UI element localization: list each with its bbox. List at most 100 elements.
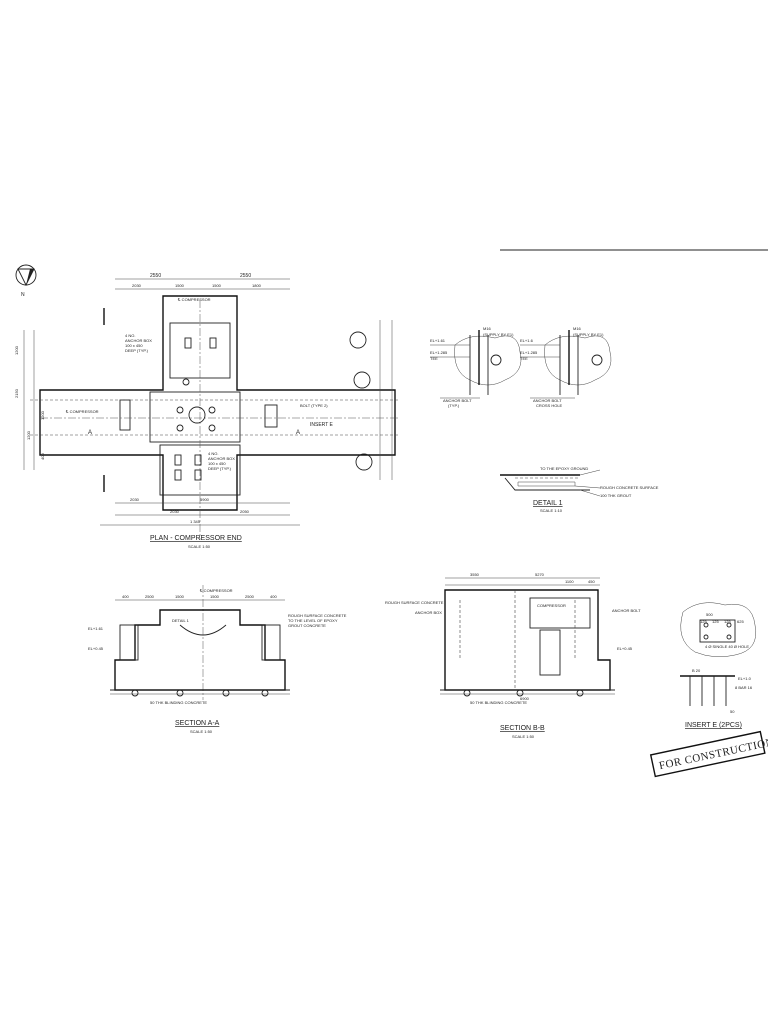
bolt-left-size: M16 xyxy=(483,326,492,331)
insert-hole-note: 4 Ø SINGLE 40 Ø HOLE xyxy=(705,644,749,649)
detail1-note-2: ROUGH CONCRETE SURFACE xyxy=(600,485,659,490)
plan-dim-left-5: 400 xyxy=(40,453,45,460)
plan-insert-label: INSERT E xyxy=(310,422,334,428)
plan-dim-top-1: 2550 xyxy=(150,273,161,279)
detail1-scale: SCALE 1:10 xyxy=(540,508,563,513)
insert-dim-4: 125 xyxy=(724,619,731,624)
sec-bb-title: SECTION B-B xyxy=(500,725,545,732)
plan-anchor-note-4: DEEP (TYP.) xyxy=(125,348,149,353)
sec-bb-note-1: ROUGH SURFACE CONCRETE xyxy=(385,600,444,605)
plan-section-mark-left: A xyxy=(88,430,92,436)
plan-centerline-label: ℄ COMPRESSOR xyxy=(177,297,211,302)
plan-title: PLAN - COMPRESSOR END xyxy=(150,535,242,542)
sec-bb-dim-bottom: 6900 xyxy=(520,696,530,701)
sec-bb-outline xyxy=(444,589,611,691)
plan-foundation-outline xyxy=(39,295,396,511)
insert-dim-1: 500 xyxy=(706,612,713,617)
plan-dim-top2-2: 1500 xyxy=(175,283,185,288)
plan-anchor2-note-1: 4 NO. xyxy=(208,451,218,456)
sec-aa-dim-6: 400 xyxy=(270,594,277,599)
plan-compressor-block xyxy=(149,391,241,443)
insert-dim-5: 625 xyxy=(737,619,744,624)
insert-plate-label: B 20 xyxy=(692,668,701,673)
section-aa: 400 2500 1500 1500 2500 400 ℄ COMPRESSOR… xyxy=(88,585,347,734)
plan-anchor2-note-3: 100 x 450 xyxy=(208,461,226,466)
sec-aa-el-1: EL+1.61 xyxy=(88,626,104,631)
insert-bottom-dim: 50 xyxy=(730,709,735,714)
anchor-bolt-detail-right: EL+1.6 EL+1.285 TEE M16 (SUPPLY BY E1) A… xyxy=(520,326,612,408)
plan-dim-bottom-2: 2030 xyxy=(170,509,180,514)
plan-dim-top2-3: 1500 xyxy=(212,283,222,288)
north-label: N xyxy=(21,292,25,298)
section-bb: 3550 5270 1100 450 COMPRESSOR ROUGH SURF… xyxy=(385,572,641,739)
sec-bb-compressor-label: COMPRESSOR xyxy=(537,603,566,608)
sec-bb-note-3: ANCHOR BOLT xyxy=(612,608,641,613)
plan-anchor-note-1: 4 NO. xyxy=(125,333,135,338)
plan-anchor2-note-2: ANCHOR BOX xyxy=(208,456,235,461)
plan-dim-top2-4: 1800 xyxy=(252,283,262,288)
plan-dim-bottom-1: 2030 xyxy=(130,497,140,502)
plan-dim-top2-1: 2030 xyxy=(132,283,142,288)
anchor-bolt-detail-left: EL+1.61 EL+1.285 TEE M16 (SUPPLY BY E1) … xyxy=(430,326,522,408)
sec-aa-detail-ref: DETAIL 1 xyxy=(172,618,190,623)
bolt-left-tee: TEE xyxy=(430,356,438,361)
sec-aa-scale: SCALE 1:50 xyxy=(190,729,213,734)
plan-anchor-note-2: ANCHOR BOX xyxy=(125,338,152,343)
sec-bb-dim-top-4: 450 xyxy=(588,579,595,584)
sec-bb-bottom-note: 50 THK BLINDING CONCRETE xyxy=(470,700,527,705)
plan-compressor-label: ℄ COMPRESSOR xyxy=(65,409,99,414)
plan-dim-left-4: 1200 xyxy=(40,410,45,420)
bolt-right-el-top: EL+1.6 xyxy=(520,338,534,343)
plan-dim-left-2: 2150 xyxy=(14,388,19,398)
plan-dim-bottom-3: 5900 xyxy=(200,497,210,502)
bolt-left-el-low: EL+1.285 xyxy=(430,350,448,355)
bolt-right-tee: TEE xyxy=(520,356,528,361)
sec-aa-dim-5: 2500 xyxy=(245,594,255,599)
sec-aa-el-2: EL+0.45 xyxy=(88,646,104,651)
for-construction-stamp: FOR CONSTRUCTION xyxy=(649,730,768,778)
north-arrow-icon: N xyxy=(15,264,37,298)
bolt-right-size: M16 xyxy=(573,326,582,331)
sec-aa-dim-2: 2500 xyxy=(145,594,155,599)
sec-bb-dim-top-3: 1100 xyxy=(565,579,574,584)
bolt-left-sub: (TYP.) xyxy=(448,403,460,408)
bolt-right-el-low: EL+1.285 xyxy=(520,350,538,355)
plan-section-mark-right: A xyxy=(296,430,300,436)
bolt-right-caption: ANCHOR BOLT xyxy=(533,398,562,403)
sec-bb-el-1: EL+0.45 xyxy=(617,646,633,651)
plan-dim-top-2: 2550 xyxy=(240,273,251,279)
plan-bolt-label: BOLT (TYPE 2) xyxy=(300,403,328,408)
insert-dim-2: 125 xyxy=(700,619,707,624)
plan-dim-left-1: 1200 xyxy=(14,345,19,355)
sec-aa-centerline: ℄ COMPRESSOR xyxy=(199,588,233,593)
bolt-left-caption: ANCHOR BOLT xyxy=(443,398,472,403)
sec-aa-note-2: TO THE LEVEL OF EPOXY xyxy=(288,618,338,623)
bolt-right-supply: (SUPPLY BY E1) xyxy=(573,332,604,337)
plan-scale: SCALE 1:50 xyxy=(188,544,211,549)
sec-aa-note-3: GROUT CONCRETE xyxy=(288,623,326,628)
insert-el-label: EL+1.0 xyxy=(738,676,752,681)
plan-dim-bottom-4: 2050 xyxy=(240,509,250,514)
detail-1: TO THE EPOXY GROUND ROUGH CONCRETE SURFA… xyxy=(500,466,659,513)
bolt-left-supply: (SUPPLY BY E1) xyxy=(483,332,514,337)
bolt-left-el-top: EL+1.61 xyxy=(430,338,446,343)
insert-bar-label: 8 BAR 16 xyxy=(735,685,753,690)
sec-aa-note-1: ROUGH SURFACE CONCRETE xyxy=(288,613,347,618)
bolt-right-sub: CROSS HOLE xyxy=(536,403,563,408)
sec-bb-dim-top-1: 3550 xyxy=(470,572,480,577)
insert-e-detail: 500 125 125 125 625 4 Ø SINGLE 40 Ø HOLE… xyxy=(680,602,757,729)
detail1-note-3: 100 THK GROUT xyxy=(600,493,632,498)
detail1-note-1: TO THE EPOXY GROUND xyxy=(540,466,588,471)
plan-dim-left-3: 1200 xyxy=(26,430,31,440)
sec-aa-dim-4: 1500 xyxy=(210,594,220,599)
sec-bb-note-2: ANCHOR BOX xyxy=(415,610,442,615)
plan-anchor2-note-4: DEEP (TYP.) xyxy=(208,466,232,471)
insert-title: INSERT E (2PCS) xyxy=(685,722,742,729)
plan-overall-dim: 1 345 xyxy=(190,519,201,524)
sec-aa-dim-1: 400 xyxy=(122,594,129,599)
plan-view: 2550 2550 2030 1500 1500 1800 xyxy=(14,273,400,549)
sec-aa-dim-3: 1500 xyxy=(175,594,185,599)
sec-aa-title: SECTION A-A xyxy=(175,720,220,727)
